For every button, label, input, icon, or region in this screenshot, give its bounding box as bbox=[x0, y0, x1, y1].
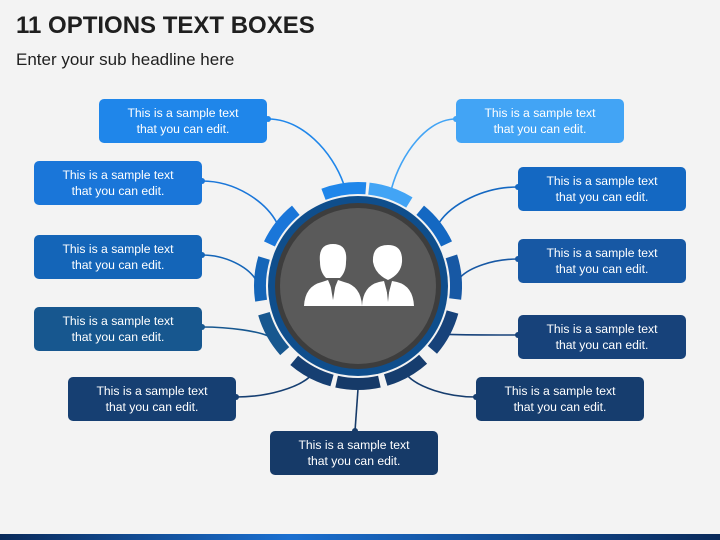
ring-segment bbox=[254, 256, 270, 302]
option-box-3[interactable]: This is a sample text that you can edit. bbox=[34, 161, 202, 205]
connector-line bbox=[235, 376, 311, 398]
hub-center bbox=[280, 208, 436, 364]
option-box-9[interactable]: This is a sample text that you can edit. bbox=[68, 377, 236, 421]
option-box-8[interactable]: This is a sample text that you can edit. bbox=[518, 315, 686, 359]
ring-segment bbox=[258, 312, 290, 356]
shirt-details bbox=[330, 282, 390, 302]
option-text: This is a sample text that you can edit. bbox=[127, 105, 239, 137]
connector-line bbox=[267, 118, 345, 185]
connector-line bbox=[201, 254, 256, 280]
ring-segment bbox=[290, 355, 334, 387]
option-box-2[interactable]: This is a sample text that you can edit. bbox=[456, 99, 624, 143]
ring-segment bbox=[264, 205, 300, 247]
connector-line bbox=[390, 118, 457, 189]
option-text: This is a sample text that you can edit. bbox=[546, 245, 658, 277]
option-text: This is a sample text that you can edit. bbox=[546, 173, 658, 205]
ring-segment bbox=[416, 205, 452, 247]
ring-segment bbox=[445, 254, 463, 300]
option-box-10[interactable]: This is a sample text that you can edit. bbox=[476, 377, 644, 421]
connector-line bbox=[460, 258, 519, 278]
option-text: This is a sample text that you can edit. bbox=[298, 437, 410, 469]
option-text: This is a sample text that you can edit. bbox=[62, 241, 174, 273]
option-box-11[interactable]: This is a sample text that you can edit. bbox=[270, 431, 438, 475]
ring-segment bbox=[368, 182, 413, 208]
ring-segments bbox=[254, 181, 463, 391]
option-text: This is a sample text that you can edit. bbox=[62, 313, 174, 345]
option-text: This is a sample text that you can edit. bbox=[484, 105, 596, 137]
ring-segment bbox=[384, 354, 428, 386]
ring-segment bbox=[335, 375, 381, 391]
option-text: This is a sample text that you can edit. bbox=[546, 321, 658, 353]
option-box-5[interactable]: This is a sample text that you can edit. bbox=[34, 235, 202, 279]
option-box-1[interactable]: This is a sample text that you can edit. bbox=[99, 99, 267, 143]
option-box-7[interactable]: This is a sample text that you can edit. bbox=[34, 307, 202, 351]
page-title: 11 OPTIONS TEXT BOXES bbox=[16, 12, 315, 39]
option-text: This is a sample text that you can edit. bbox=[96, 383, 208, 415]
connector-line bbox=[407, 375, 477, 398]
option-box-6[interactable]: This is a sample text that you can edit. bbox=[518, 239, 686, 283]
page-subtitle: Enter your sub headline here bbox=[16, 50, 235, 69]
connector-line bbox=[201, 180, 278, 223]
connector-line bbox=[354, 388, 359, 432]
option-box-4[interactable]: This is a sample text that you can edit. bbox=[518, 167, 686, 211]
option-text: This is a sample text that you can edit. bbox=[504, 383, 616, 415]
ring-segment bbox=[321, 181, 367, 200]
connector-line bbox=[448, 333, 519, 336]
option-text: This is a sample text that you can edit. bbox=[62, 167, 174, 199]
connector-line bbox=[201, 326, 269, 337]
connector-line bbox=[438, 186, 519, 224]
ring-segment bbox=[427, 310, 459, 354]
footer-bar bbox=[0, 534, 720, 540]
